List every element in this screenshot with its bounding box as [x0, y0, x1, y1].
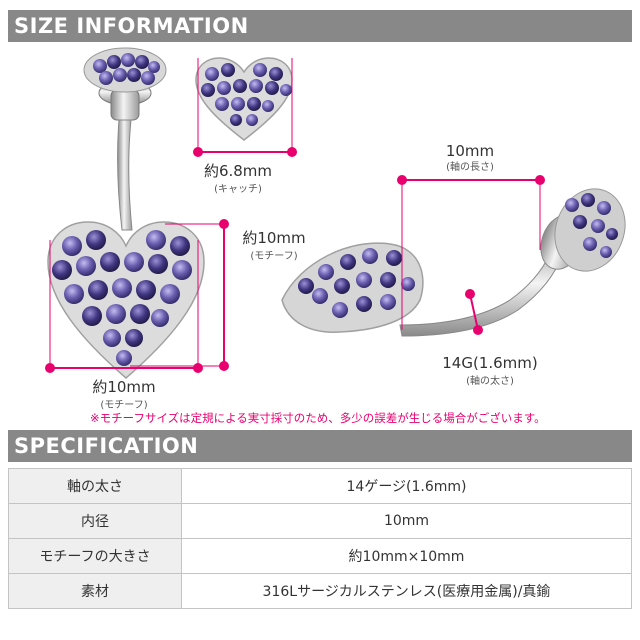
shaft-length-label: 10mm [446, 142, 494, 160]
motif-width-label: 約10mm [92, 378, 155, 396]
size-information-header: SIZE INFORMATION [8, 10, 632, 42]
spec-label: 内径 [8, 503, 182, 539]
spec-value: 10mm [181, 503, 632, 539]
measure-lines [45, 58, 545, 373]
side-top-gem-dots [565, 193, 618, 258]
spec-value: 316Lサージカルステンレス(医療用金属)/真鍮 [181, 573, 632, 609]
specification-table: 軸の太さ 14ゲージ(1.6mm) 内径 10mm モチーフの大きさ 約10mm… [8, 468, 632, 609]
table-row: 内径 10mm [8, 503, 632, 539]
catch-caption: (キャッチ) [214, 183, 262, 195]
motif-height-label: 約10mm [242, 229, 305, 247]
spec-label: 素材 [8, 573, 182, 609]
spec-label: モチーフの大きさ [8, 538, 182, 574]
side-heart-gems [298, 248, 415, 318]
spec-value: 約10mm×10mm [181, 538, 632, 574]
table-row: モチーフの大きさ 約10mm×10mm [8, 538, 632, 574]
heart-gems [52, 230, 192, 366]
spec-value: 14ゲージ(1.6mm) [181, 468, 632, 504]
gauge-caption: (軸の太さ) [466, 374, 514, 387]
gauge-label: 14G(1.6mm) [442, 354, 538, 372]
catch-gems [201, 63, 292, 126]
motif-height-caption: (モチーフ) [250, 250, 297, 262]
table-row: 素材 316Lサージカルステンレス(医療用金属)/真鍮 [8, 573, 632, 609]
motif-width-caption: (モチーフ) [100, 399, 147, 411]
specification-header: SPECIFICATION [8, 430, 632, 462]
spec-label: 軸の太さ [8, 468, 182, 504]
shaft-length-caption: (軸の長さ) [446, 160, 494, 173]
measurement-note: ※モチーフサイズは定規による実寸採寸のため、多少の誤差が生じる場合がございます。 [90, 411, 546, 425]
top-gems [93, 53, 160, 85]
catch-size-label: 約6.8mm [204, 162, 272, 180]
table-row: 軸の太さ 14ゲージ(1.6mm) [8, 468, 632, 504]
shaft [117, 119, 133, 231]
product-illustration: 約6.8mm (キャッチ) 約10mm (モチーフ) 約10mm (モチーフ) … [45, 47, 626, 411]
